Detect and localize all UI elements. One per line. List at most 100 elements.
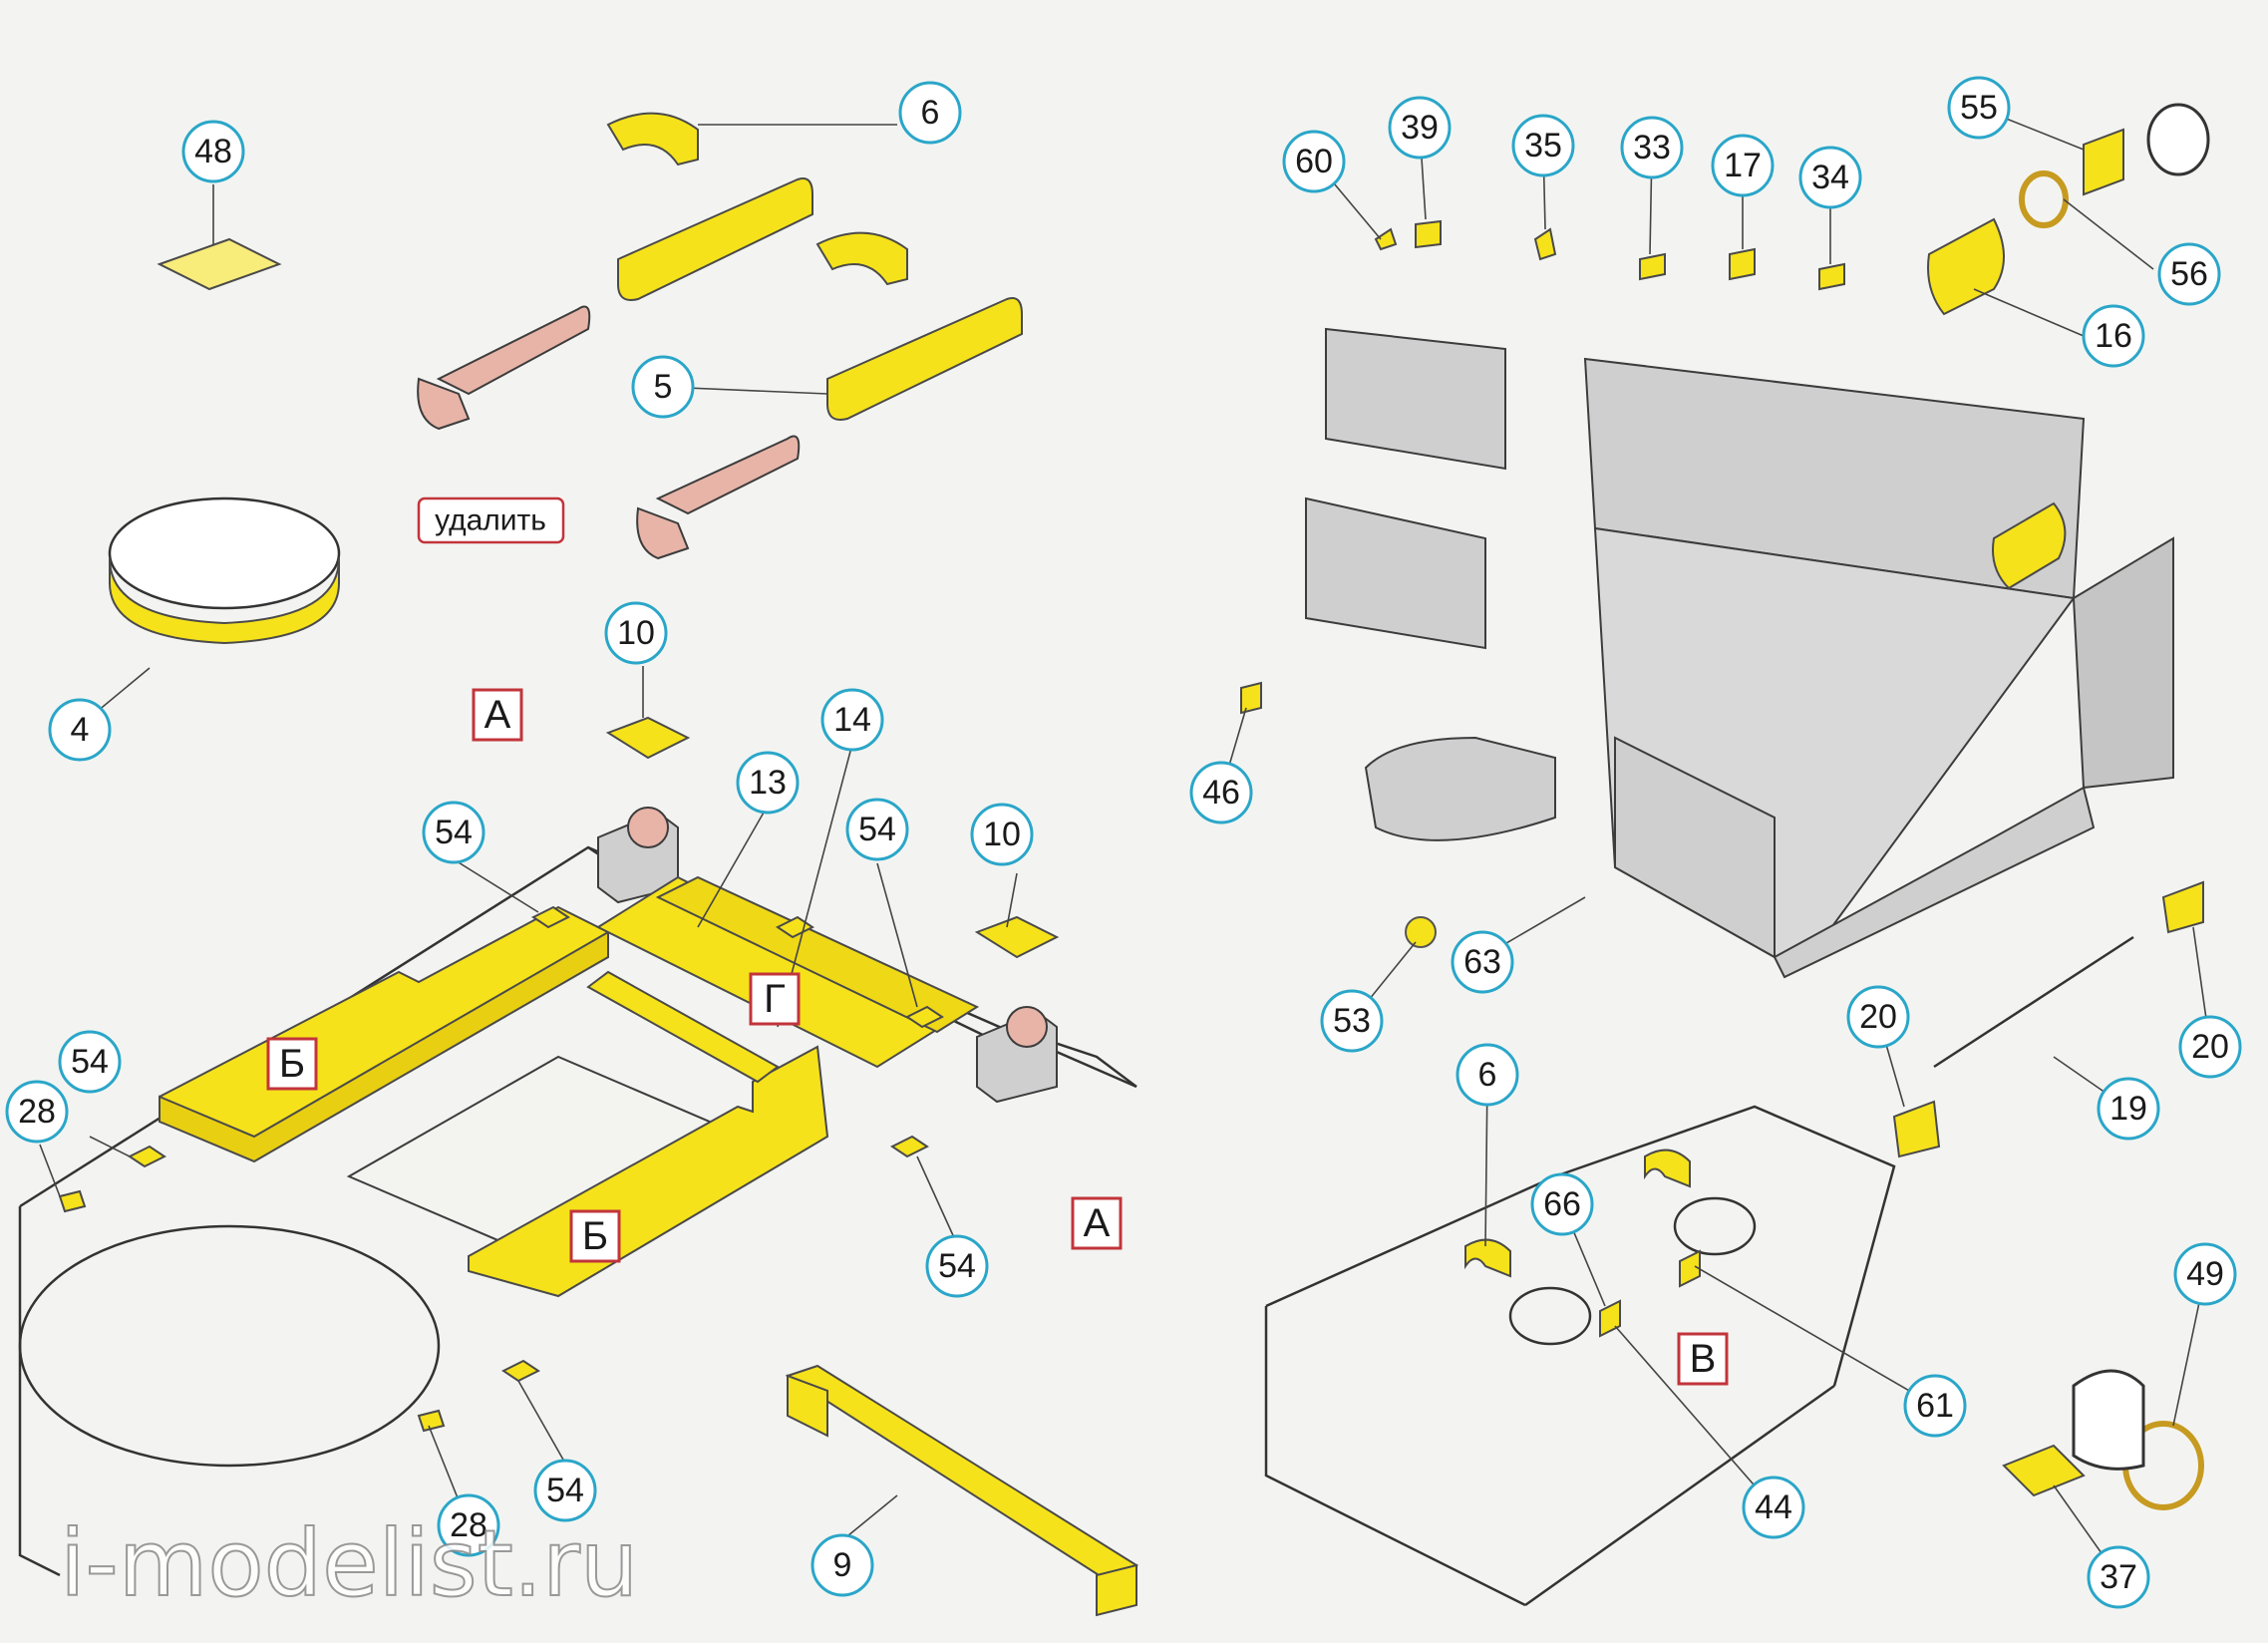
rear-superstructure <box>1364 357 2174 979</box>
callout-10-left-label: 10 <box>617 614 655 652</box>
callout-16-label: 16 <box>2095 317 2132 355</box>
callout-10-right: 10 <box>970 803 1034 866</box>
callout-54-a: 54 <box>422 801 486 864</box>
rod-part-19 <box>1933 935 2134 1069</box>
callout-54-b-label: 54 <box>858 811 896 848</box>
hatch-part-4 <box>108 496 341 645</box>
callout-16: 16 <box>2082 304 2145 368</box>
pe-37 <box>2002 1444 2086 1497</box>
callout-46: 46 <box>1189 761 1253 824</box>
callout-39: 39 <box>1388 96 1452 160</box>
callout-33-label: 33 <box>1633 129 1671 166</box>
callout-37: 37 <box>2087 1545 2150 1609</box>
callout-46-label: 46 <box>1202 774 1240 812</box>
callout-39-label: 39 <box>1401 109 1439 147</box>
callout-4-label: 4 <box>71 711 90 749</box>
exhaust-cover-5-lower <box>826 297 1023 421</box>
callout-63: 63 <box>1451 930 1514 994</box>
callout-20-right-label: 20 <box>2191 1028 2229 1066</box>
light-part-16-installed <box>1992 501 2067 590</box>
pe-48-plate <box>157 237 282 291</box>
ref-box-b-right: Б <box>569 1209 621 1263</box>
pe-6-clamp-upper <box>606 112 699 166</box>
ref-box-b-left: Б <box>266 1037 318 1091</box>
callout-20-left: 20 <box>1846 985 1910 1049</box>
callout-54-c: 54 <box>925 1234 989 1298</box>
callout-48: 48 <box>181 120 245 183</box>
turret-ring <box>18 1224 441 1468</box>
callout-19: 19 <box>2097 1077 2160 1141</box>
callout-20-right: 20 <box>2178 1015 2242 1079</box>
ref-box-g-label: Г <box>764 977 786 1021</box>
callout-54-e-label: 54 <box>546 1472 584 1509</box>
callout-55-label: 55 <box>1960 89 1998 127</box>
callout-5: 5 <box>631 355 695 419</box>
callout-49-label: 49 <box>2186 1255 2224 1293</box>
pe-6-rear-b <box>1644 1149 1691 1188</box>
callout-66-label: 66 <box>1543 1185 1581 1223</box>
callout-53-label: 53 <box>1333 1002 1371 1040</box>
exhaust-pipe-lower-removed <box>636 435 801 560</box>
callout-6-rear-label: 6 <box>1478 1056 1497 1094</box>
pe-55-bracket <box>2083 128 2124 196</box>
callout-20-left-label: 20 <box>1859 998 1897 1036</box>
callout-28-bottom: 28 <box>437 1493 500 1557</box>
callout-17-label: 17 <box>1724 147 1762 184</box>
callout-14: 14 <box>820 688 884 752</box>
pe-39 <box>1415 219 1442 249</box>
callout-6-top-label: 6 <box>921 94 940 132</box>
callout-44-label: 44 <box>1755 1488 1792 1526</box>
callout-10-right-label: 10 <box>983 816 1021 853</box>
rail-part-9 <box>785 1364 1139 1617</box>
callout-53: 53 <box>1320 989 1384 1053</box>
callout-35: 35 <box>1511 114 1575 177</box>
callout-33: 33 <box>1620 116 1684 179</box>
pe-bracket-54-group <box>128 905 944 1383</box>
pe-6-rear <box>1464 1238 1511 1278</box>
engine-grille-b-right <box>468 1045 829 1298</box>
callout-17: 17 <box>1711 134 1775 197</box>
callout-6-top: 6 <box>898 81 962 145</box>
callout-4: 4 <box>48 698 112 762</box>
callout-10-left: 10 <box>604 601 668 665</box>
pe-34 <box>1818 262 1845 291</box>
callout-28-top-label: 28 <box>18 1093 56 1131</box>
callout-54-c-label: 54 <box>938 1247 976 1285</box>
exhaust-outlet-right <box>1673 1196 1757 1256</box>
callout-54-e: 54 <box>533 1459 597 1522</box>
pe-44-a <box>1599 1299 1621 1338</box>
ref-box-a-bottom: А <box>1071 1196 1123 1250</box>
callout-54-d: 54 <box>58 1030 122 1094</box>
pe-10-right <box>974 915 1060 959</box>
callout-19-label: 19 <box>2109 1090 2147 1128</box>
boss-cap-right <box>1006 1006 1048 1048</box>
pe-20-right <box>2161 880 2204 934</box>
watermark: i-modelist.ru <box>60 1510 638 1617</box>
light-part-16 <box>1927 217 2005 316</box>
callout-54-a-label: 54 <box>435 814 473 851</box>
callout-34-label: 34 <box>1811 159 1849 196</box>
pe-61-a <box>1679 1249 1701 1288</box>
pe-35 <box>1533 227 1557 261</box>
pe-17 <box>1729 247 1756 281</box>
boss-cap-left <box>627 807 669 848</box>
callout-34: 34 <box>1798 146 1862 209</box>
pe-20-left <box>1892 1100 1941 1158</box>
ref-box-b-right-label: Б <box>582 1214 608 1258</box>
leader-lines <box>39 107 2211 1578</box>
callout-44: 44 <box>1742 1476 1805 1539</box>
engine-grille-b-left <box>159 905 609 1163</box>
pe-60 <box>1374 227 1398 251</box>
ref-box-a-top-label: А <box>485 693 511 737</box>
callout-28-top: 28 <box>5 1080 69 1144</box>
callout-61: 61 <box>1903 1374 1967 1438</box>
remove-label: удалить <box>417 496 565 544</box>
ref-box-v-label: В <box>1690 1337 1717 1381</box>
callout-61-label: 61 <box>1916 1387 1954 1425</box>
callout-63-label: 63 <box>1463 943 1501 981</box>
pe-10-left <box>605 716 691 760</box>
callout-14-label: 14 <box>833 701 871 739</box>
pe-46 <box>1240 681 1262 715</box>
headlight-lens <box>2146 103 2210 176</box>
ref-box-a-top: А <box>472 688 523 742</box>
